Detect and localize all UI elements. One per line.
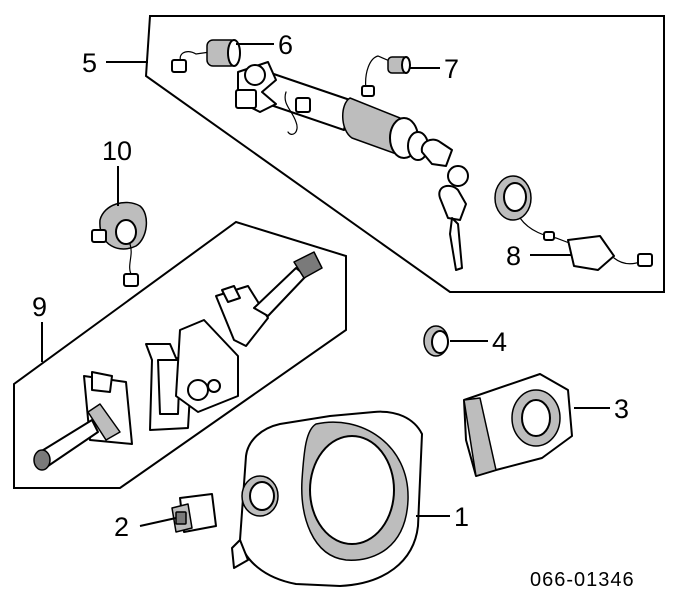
part-6-key-warning-switch xyxy=(171,39,241,73)
callout-4: 4 xyxy=(492,327,507,357)
part-7-illumination-lamp xyxy=(361,55,411,97)
callout-1: 1 xyxy=(454,502,469,532)
part-2-connector xyxy=(171,493,217,533)
part-9-combination-switch xyxy=(33,251,323,471)
callout-10: 10 xyxy=(102,136,132,166)
steering-lock-body xyxy=(235,61,429,161)
callout-7: 7 xyxy=(444,54,459,84)
part-10-spiral-cable xyxy=(91,201,148,287)
callout-9: 9 xyxy=(32,292,47,322)
diagram-code: 066-01346 xyxy=(530,569,635,591)
part-3-key-cylinder-cover xyxy=(463,373,573,477)
callout-6: 6 xyxy=(278,30,293,60)
part-1-column-cover xyxy=(231,410,423,587)
part-8-key-ring-illumination xyxy=(494,175,653,271)
callout-8: 8 xyxy=(506,241,521,271)
callout-5: 5 xyxy=(82,48,97,78)
leader-line-2 xyxy=(139,517,177,527)
ignition-keys xyxy=(420,138,469,271)
callout-3: 3 xyxy=(614,394,629,424)
callout-2: 2 xyxy=(114,512,129,542)
lock-assembly-frame xyxy=(144,15,665,293)
switch-assembly-frame xyxy=(13,220,347,489)
part-4-ring xyxy=(423,325,449,357)
